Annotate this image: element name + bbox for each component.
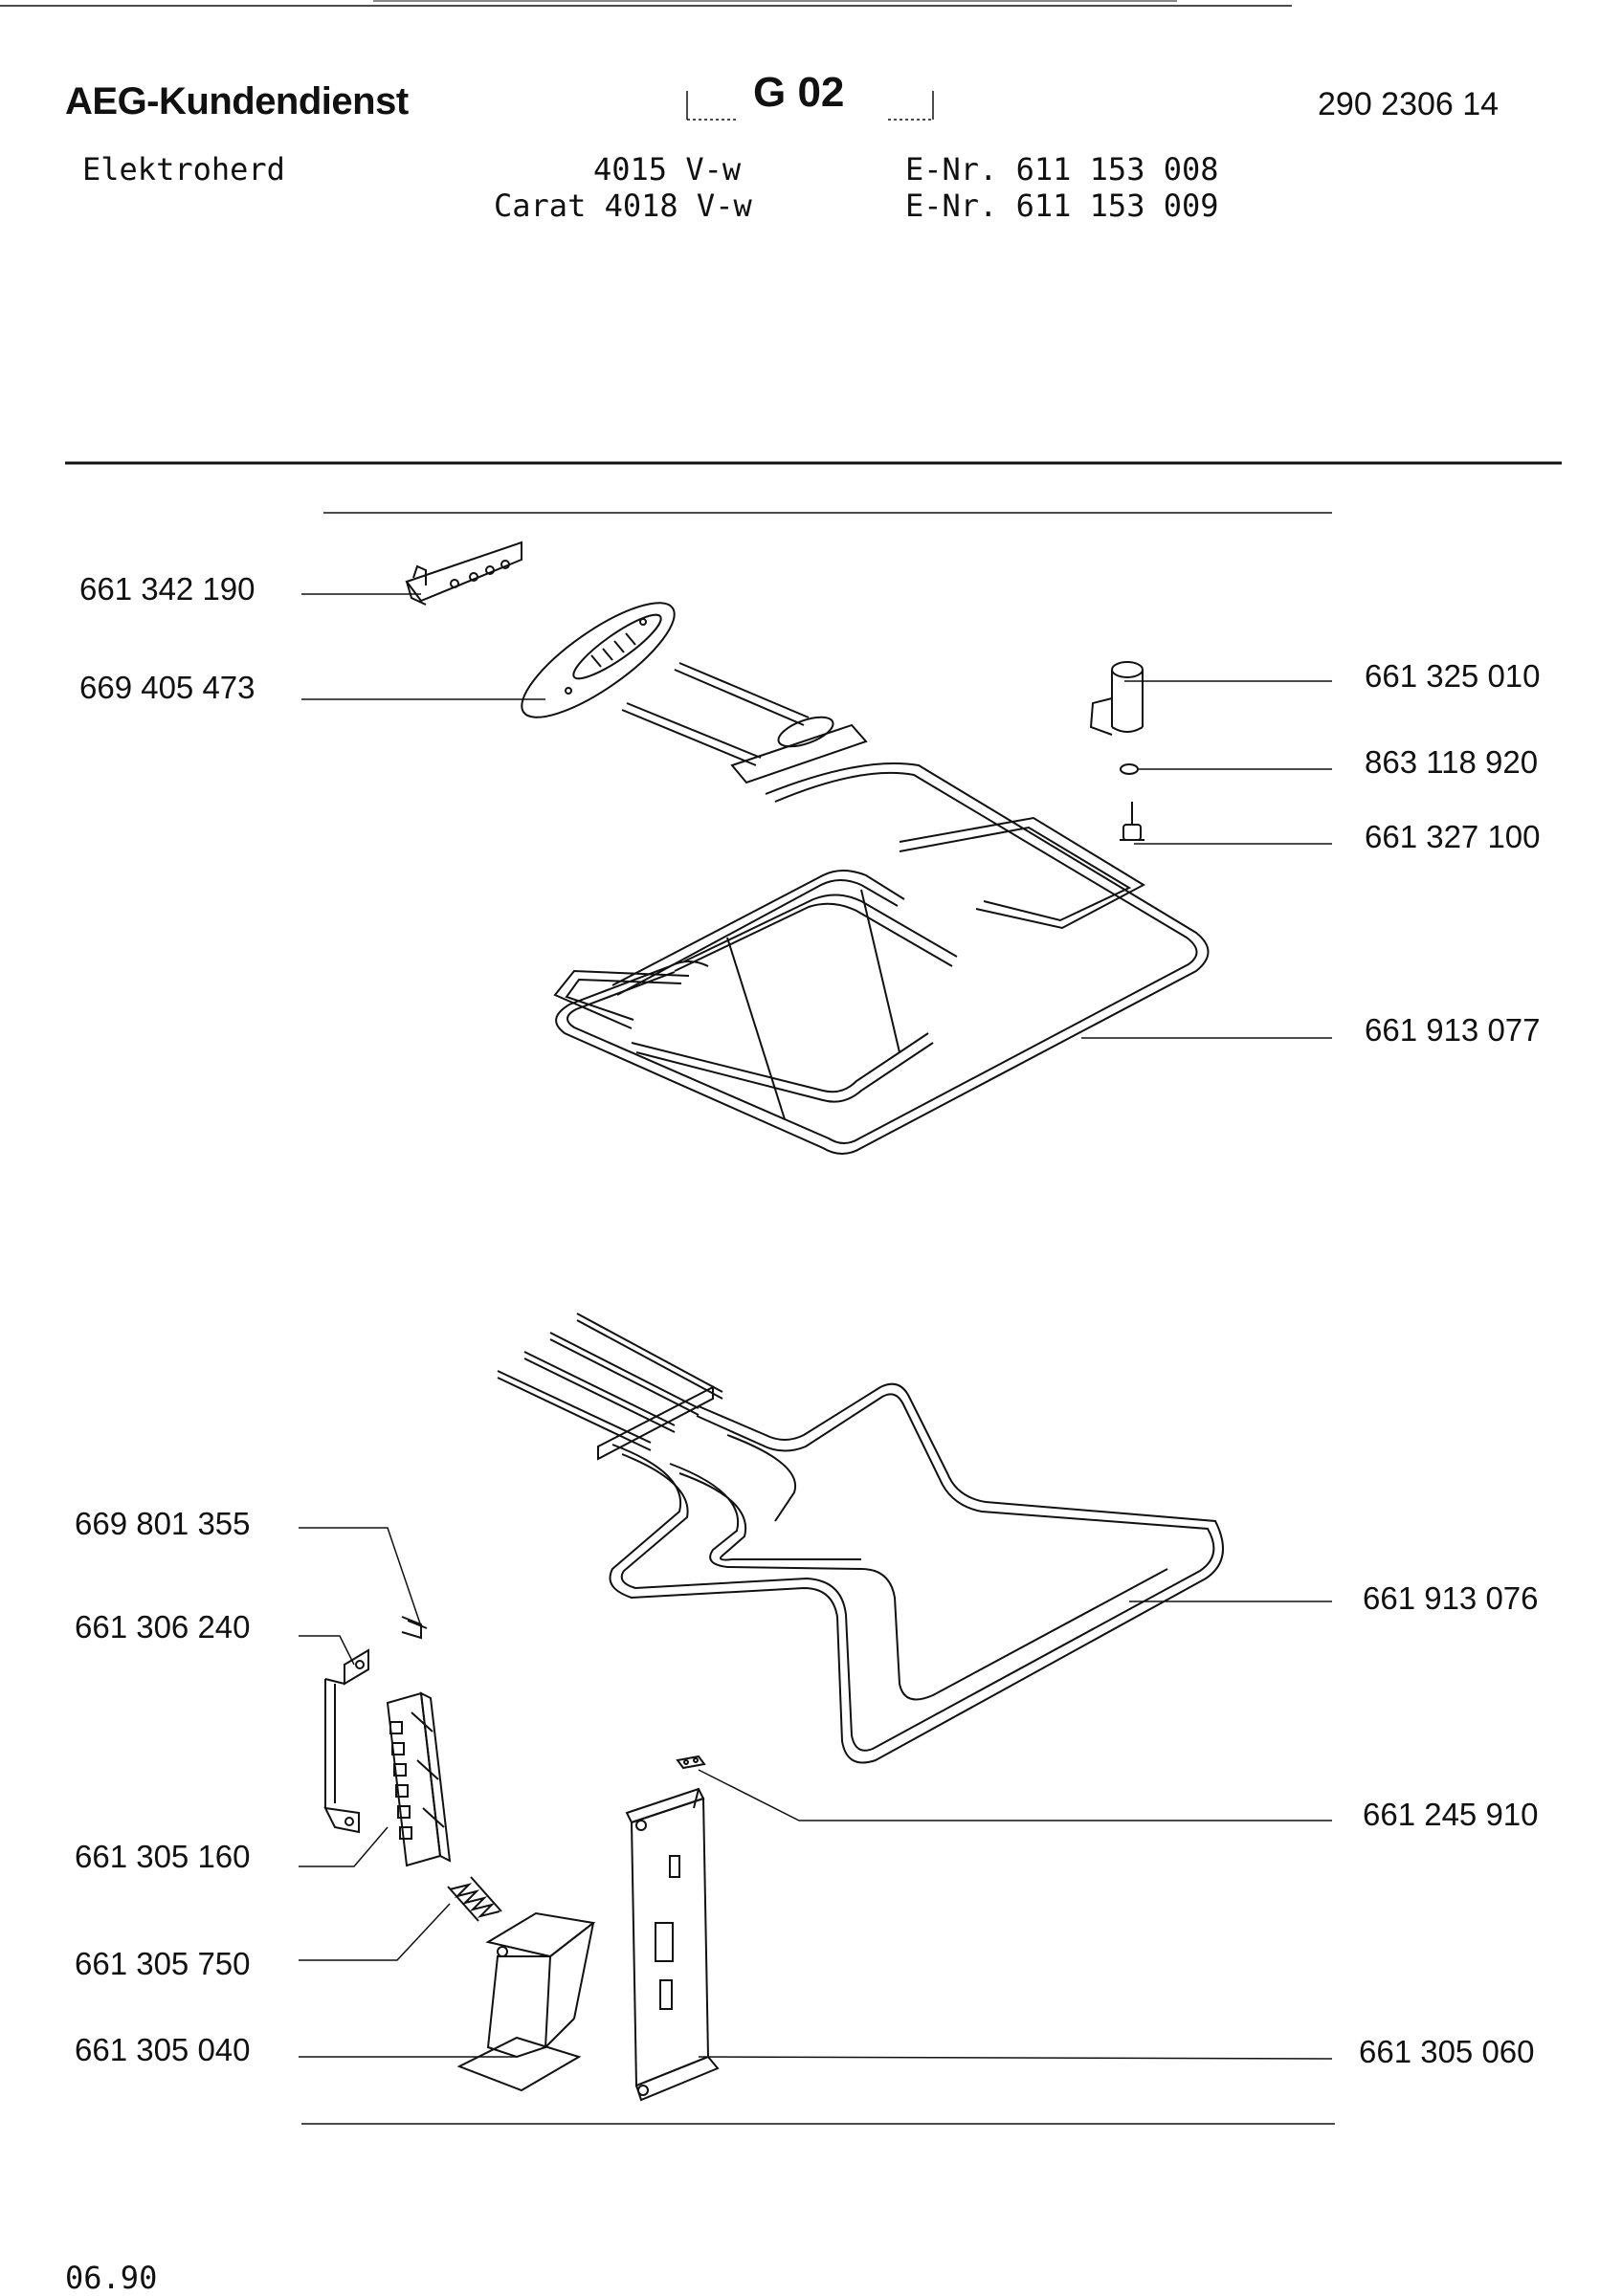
part-number-label: 661 305 040: [75, 2032, 251, 2067]
support-foot-icon: [456, 1911, 596, 2092]
mounting-bracket-icon: [323, 1648, 369, 1834]
section-code-frame: [686, 91, 934, 121]
part-number-label: 863 118 920: [1365, 744, 1539, 780]
product-name: Elektroherd: [82, 151, 285, 188]
terminal-bracket-icon: [405, 541, 522, 606]
clip-icon: [401, 1616, 428, 1640]
e-number: E-Nr. 611 153 009: [905, 188, 1219, 224]
part-number-label: 661 327 100: [1365, 819, 1541, 854]
spring-icon: [447, 1876, 502, 1922]
part-number-label: 661 325 010: [1365, 658, 1541, 694]
o-ring-icon: [1120, 763, 1139, 775]
terminal-block-icon: [386, 1691, 452, 1867]
small-plate-icon: [676, 1755, 706, 1770]
lower-heating-element-icon: [497, 1313, 1224, 1764]
gasket-icon: [521, 602, 676, 718]
e-number: E-Nr. 611 153 008: [905, 151, 1219, 188]
part-number-label: 661 305 060: [1359, 2034, 1535, 2069]
footer-date: 06.90: [65, 2260, 158, 2296]
part-number-label: 661 306 240: [75, 1609, 251, 1645]
document-number: 290 2306 14: [1318, 86, 1500, 122]
upper-heating-element-icon: [553, 662, 1210, 1155]
mounting-plate-icon: [625, 1787, 720, 2102]
part-number-label: 661 245 910: [1363, 1797, 1539, 1832]
brand-title: AEG-Kundendienst: [65, 80, 409, 122]
part-number-label: 661 342 190: [79, 571, 256, 607]
part-number-label: 661 305 160: [75, 1839, 251, 1874]
part-number-label: 661 913 077: [1365, 1012, 1541, 1048]
section-code: G 02: [753, 69, 845, 116]
part-number-label: 661 913 076: [1363, 1580, 1539, 1616]
pin-icon: [1120, 802, 1144, 841]
leader-lines: [299, 593, 1333, 2060]
lamp-holder-icon: [1089, 661, 1144, 736]
model-number: Carat 4018 V-w: [494, 188, 752, 224]
part-number-label: 669 801 355: [75, 1506, 251, 1541]
part-number-label: 669 405 473: [79, 670, 256, 705]
model-number: 4015 V-w: [593, 151, 742, 188]
part-number-label: 661 305 750: [75, 1946, 251, 1981]
